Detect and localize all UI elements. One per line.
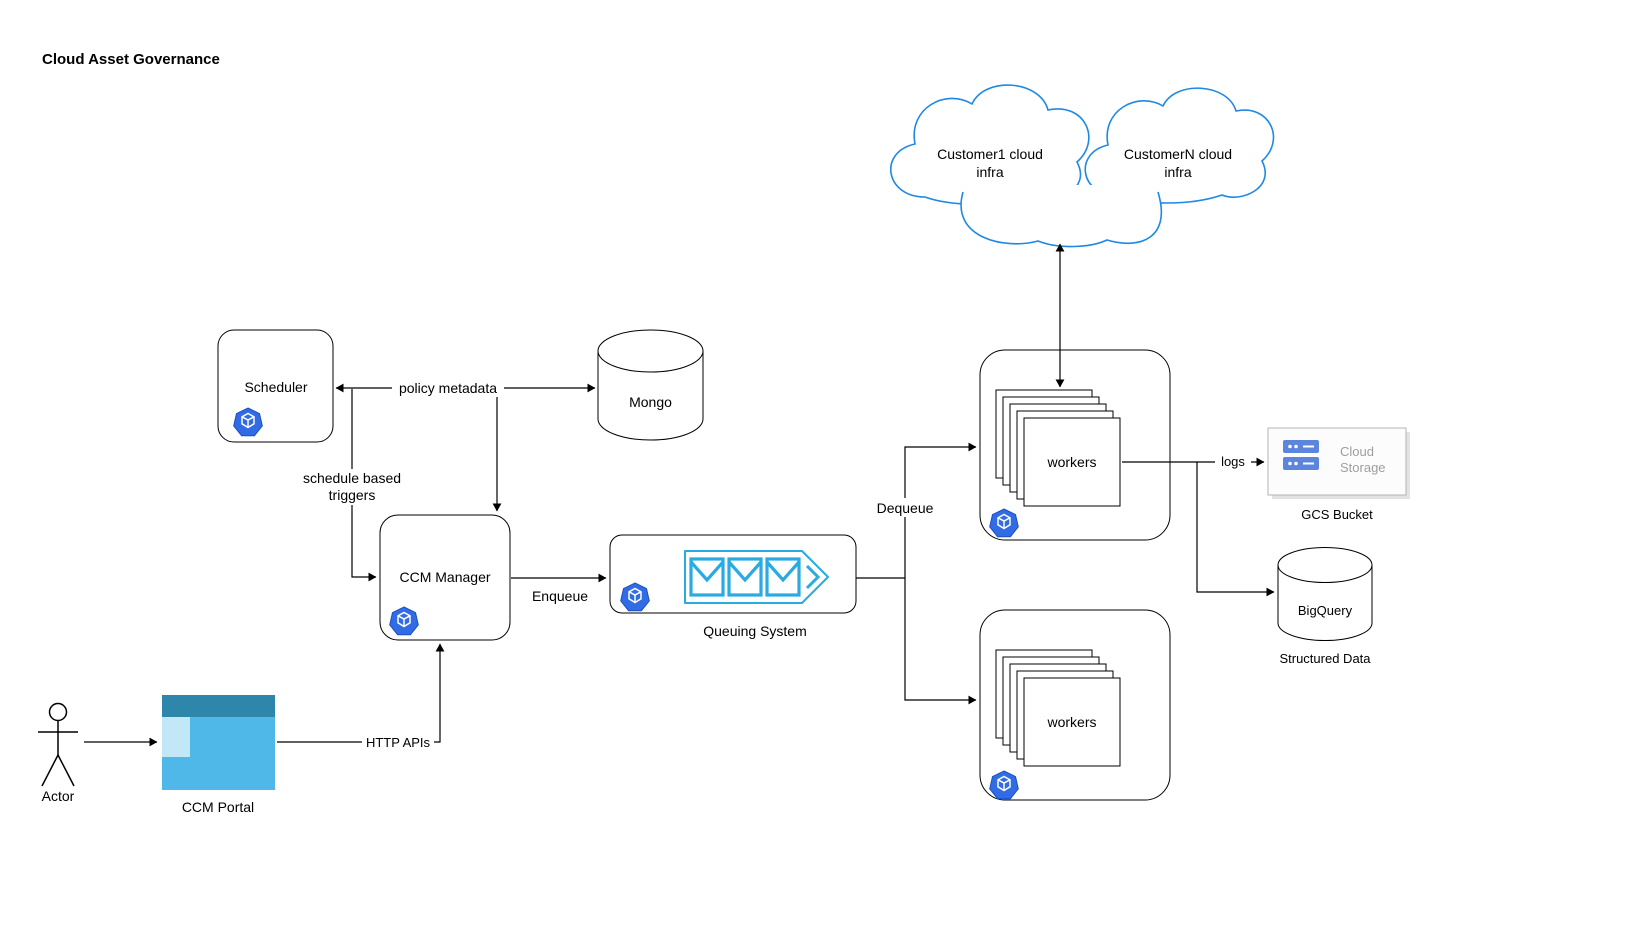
mongo-node: Mongo [597,329,704,441]
gcs-icon-text-line1: Cloud [1340,444,1374,459]
ccm-manager-node: CCM Manager [379,514,511,641]
dequeue-label-bg [872,498,938,517]
http-apis-label-bg [362,734,434,750]
edge-dequeue-to-workers-top [904,442,977,578]
ccm-portal-label: CCM Portal [182,799,254,815]
chevron-right-icon [805,564,821,590]
ccm-manager-label: CCM Manager [399,569,490,585]
schedule-triggers-label-line1: schedule based [303,470,401,486]
workers-secondary-label: workers [1046,714,1096,730]
queuing-system-label: Queuing System [703,623,807,639]
bigquery-node: BigQuery [1277,547,1373,641]
logs-label-bg [1215,453,1251,469]
workers-primary-node: workers [979,349,1171,541]
storage-server-icon [1283,457,1319,470]
scheduler-node: Scheduler [217,329,334,443]
gcs-bucket-node: Cloud Storage [1267,427,1410,499]
message-envelope-icon [727,557,763,597]
edge-dequeue-to-workers-bottom [904,578,977,705]
scheduler-label: Scheduler [244,379,307,395]
edge-scheduler-to-manager [351,389,377,582]
bigquery-sublabel: Structured Data [1279,651,1371,666]
message-envelope-icon [765,557,801,597]
policy-metadata-label-bg [392,379,504,397]
http-apis-label: HTTP APIs [366,735,431,750]
edges [84,243,1275,747]
policy-metadata-label: policy metadata [399,380,497,396]
workers-secondary-node: workers [979,609,1171,801]
dequeue-label: Dequeue [877,500,934,516]
ccm-portal-node [162,695,275,790]
enqueue-label: Enqueue [532,588,588,604]
schedule-triggers-label-bg [300,469,404,505]
customer1-cloud-label-line1: Customer1 cloud [937,146,1043,162]
portal-sidebar-area [162,717,190,757]
cloud-group-bottom-shape [960,185,1163,248]
schedule-triggers-label-line2: triggers [329,487,376,503]
customer1-cloud-label-line2: infra [976,164,1003,180]
bigquery-label: BigQuery [1298,603,1353,618]
page-title: Cloud Asset Governance [42,51,220,68]
edge-workers-to-bigquery [1196,462,1275,597]
mongo-label: Mongo [629,394,672,410]
edge-portal-to-manager [277,643,445,743]
gcs-bucket-label: GCS Bucket [1301,507,1373,522]
customerN-cloud-label-line2: infra [1164,164,1191,180]
actor-label: Actor [42,788,75,804]
workers-primary-label: workers [1046,454,1096,470]
actor-node [38,702,78,787]
customerN-cloud-label-line1: CustomerN cloud [1124,146,1232,162]
gcs-icon-text-line2: Storage [1340,460,1386,475]
logs-label: logs [1221,454,1245,469]
portal-header-bar [162,695,275,717]
message-envelope-icon [689,557,725,597]
storage-server-icon [1283,440,1319,453]
queuing-system-node [609,534,857,614]
customerN-cloud-shape [1084,87,1275,204]
